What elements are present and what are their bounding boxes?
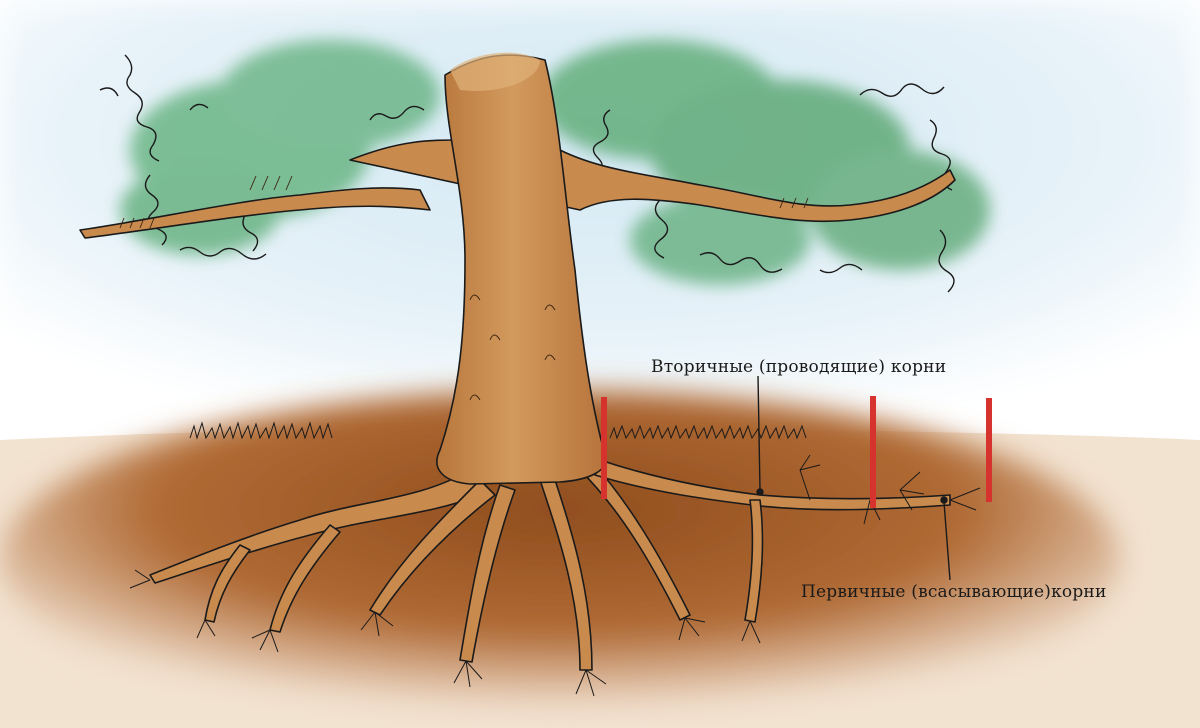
leader-secondary [757,375,761,491]
trunk [79,52,956,485]
marker-outer [986,398,992,502]
root-hairs [129,454,981,697]
bark-hatching [119,175,809,401]
foliage [120,40,990,285]
marker-middle [870,396,876,508]
root-zone-markers [601,396,992,508]
leader-primary [943,501,951,581]
leader-lines [756,375,951,581]
grass [189,421,807,440]
primary-roots-label: Первичные (всасывающие)корни [801,582,1107,602]
foliage-outline [99,54,955,293]
marker-trunk-side [601,397,607,499]
secondary-roots-label: Вторичные (проводящие) корни [651,357,947,377]
